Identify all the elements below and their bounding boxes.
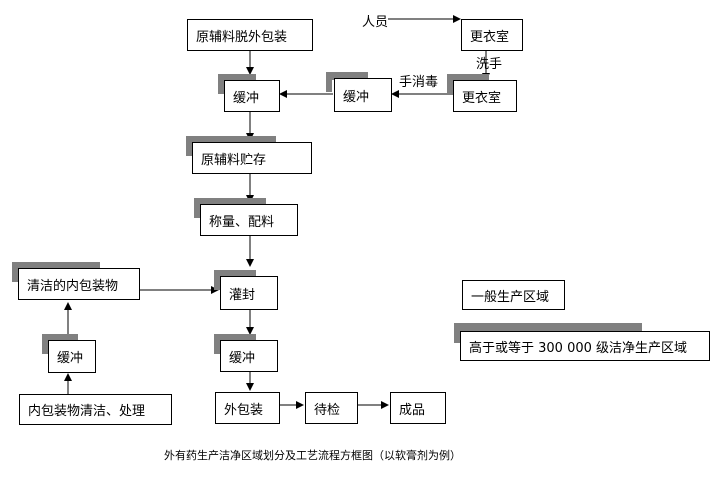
clean-zone-marker (194, 198, 266, 206)
node-weigh-mix: 称量、配料 (200, 204, 298, 236)
node-fill-seal: 灌封 (220, 276, 278, 310)
clean-zone-marker (218, 74, 256, 82)
clean-zone-marker (214, 270, 220, 290)
node-clean-inner-pack: 清洁的内包装物 (18, 268, 140, 300)
clean-zone-marker (218, 74, 224, 94)
node-qc-wait: 待检 (305, 392, 358, 424)
node-change-room-2: 更衣室 (453, 80, 517, 112)
clean-zone-marker (194, 198, 200, 218)
legend-clean-zone: 高于或等于 300 000 级洁净生产区域 (460, 331, 710, 361)
clean-zone-marker (12, 262, 100, 270)
clean-zone-marker (214, 334, 256, 342)
clean-zone-marker (42, 334, 78, 342)
figure-caption: 外有药生产洁净区域划分及工艺流程方框图（以软膏剂为例） (164, 449, 461, 462)
node-change-room-1: 更衣室 (461, 19, 523, 51)
label-hand-disinfect: 手消毒 (399, 75, 439, 90)
clean-zone-marker (454, 323, 460, 343)
clean-zone-marker (214, 270, 256, 278)
clean-zone-marker (186, 136, 276, 144)
clean-zone-marker (447, 74, 453, 94)
node-raw-unpack: 原辅料脱外包装 (187, 19, 313, 51)
clean-zone-marker (12, 262, 18, 282)
node-buffer-1: 缓冲 (224, 80, 280, 112)
clean-zone-marker (326, 72, 332, 92)
clean-zone-marker (214, 334, 220, 354)
node-finished: 成品 (390, 392, 446, 424)
legend-general-zone: 一般生产区域 (462, 280, 565, 310)
node-buffer-personnel: 缓冲 (334, 78, 392, 112)
node-buffer-2: 缓冲 (220, 340, 278, 372)
label-wash-hands: 洗手 (476, 57, 503, 72)
clean-zone-marker (326, 72, 368, 80)
label-personnel: 人员 (362, 15, 389, 30)
node-buffer-inner: 缓冲 (48, 340, 96, 373)
node-raw-storage: 原辅料贮存 (192, 142, 312, 174)
clean-zone-marker (454, 323, 642, 331)
node-outer-pack: 外包装 (215, 392, 280, 424)
clean-zone-marker (447, 74, 489, 82)
clean-zone-marker (186, 136, 192, 156)
node-inner-clean-process: 内包装物清洁、处理 (19, 394, 172, 425)
clean-zone-marker (42, 334, 48, 354)
